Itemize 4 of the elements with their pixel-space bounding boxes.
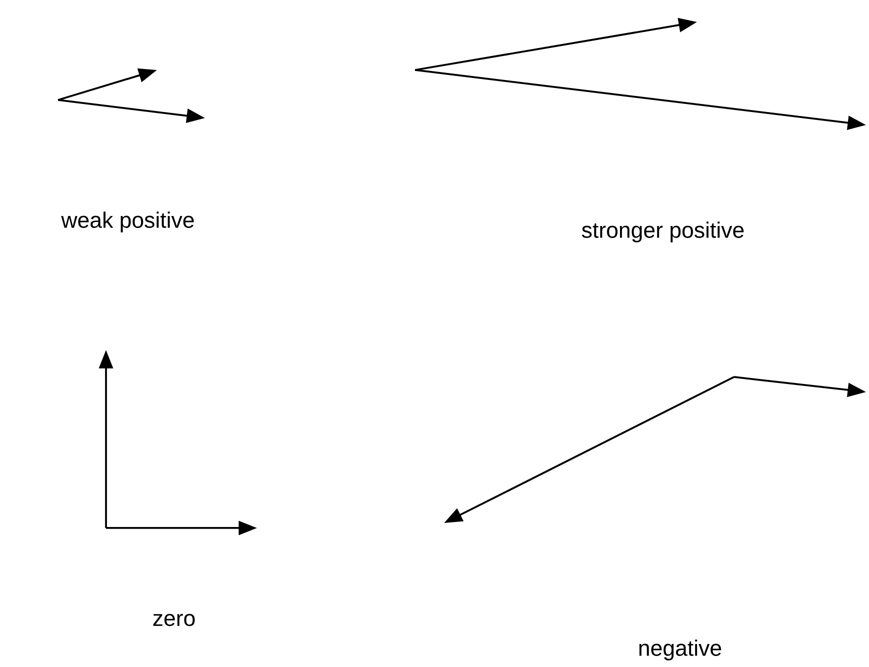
caption-label: zero: [153, 614, 195, 626]
caption-label: stronger positive: [582, 222, 744, 242]
caption-label: negative: [639, 640, 722, 660]
caption-label: weak positive: [61, 212, 194, 232]
